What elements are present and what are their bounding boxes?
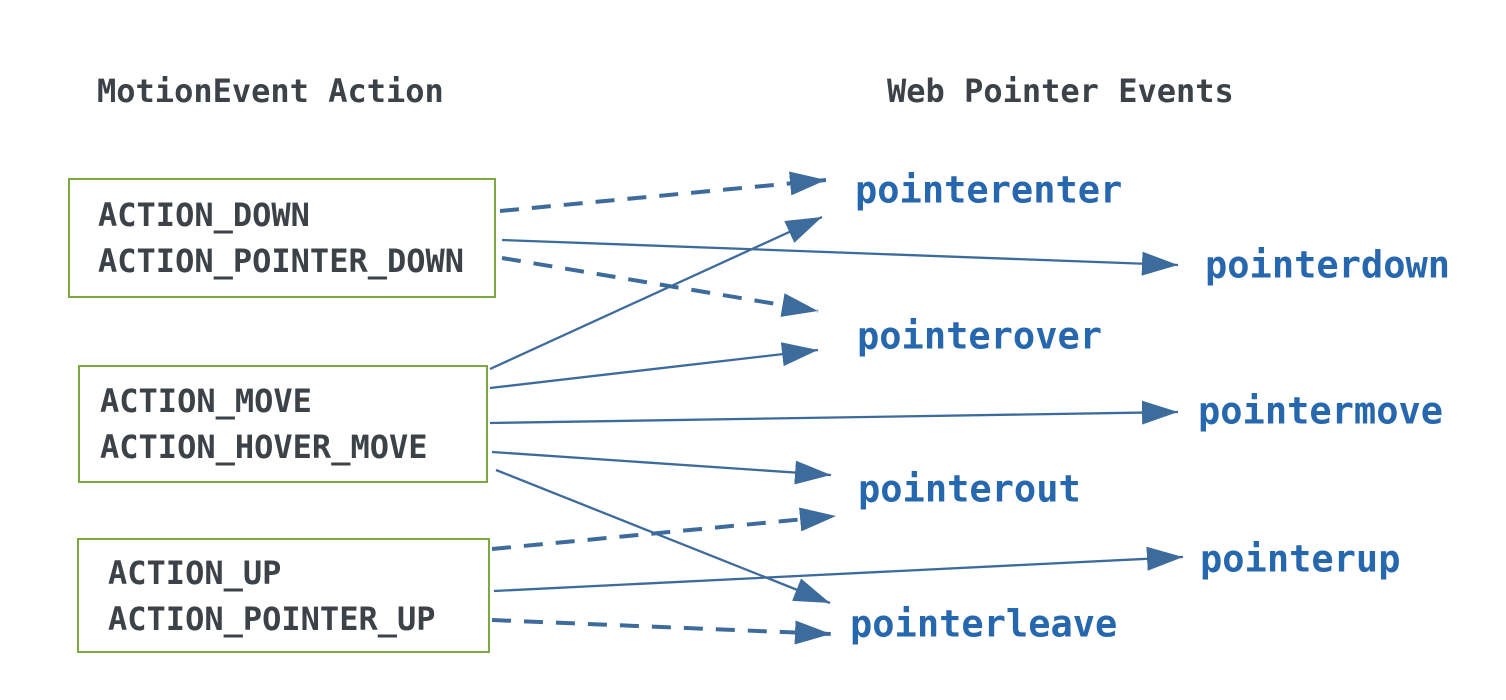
arrow-action_move-to-pointerenter <box>489 215 823 371</box>
column-header-web-pointer-events: Web Pointer Events <box>887 72 1234 110</box>
box-label-line: ACTION_MOVE <box>100 382 312 420</box>
pointer-event-label-pointerup: pointerup <box>1200 537 1401 581</box>
pointer-event-label-pointermove: pointermove <box>1198 389 1444 433</box>
box-label-line: ACTION_POINTER_DOWN <box>98 242 465 280</box>
arrow-action_down-to-pointerenter <box>499 171 827 213</box>
motionevent-box-action_down: ACTION_DOWN ACTION_POINTER_DOWN <box>68 178 496 298</box>
arrow-action_up-to-pointerleave <box>491 618 832 645</box>
pointer-event-label-pointerleave: pointerleave <box>850 602 1118 646</box>
arrow-action_move-to-pointerleave <box>495 468 831 605</box>
arrow-action_move-to-pointerout <box>491 450 832 485</box>
box-label-line: ACTION_HOVER_MOVE <box>100 428 428 466</box>
column-header-motionevent-action: MotionEvent Action <box>97 72 444 110</box>
arrow-action_down-to-pointerover <box>501 256 819 317</box>
pointer-event-label-pointerout: pointerout <box>858 467 1081 511</box>
arrow-action_move-to-pointerover <box>489 342 819 390</box>
arrow-action_move-to-pointermove <box>489 400 1179 425</box>
box-label-line: ACTION_DOWN <box>98 196 310 234</box>
pointer-event-label-pointerdown: pointerdown <box>1205 243 1451 287</box>
arrow-action_down-to-pointerdown <box>501 238 1179 276</box>
motionevent-box-action_up: ACTION_UP ACTION_POINTER_UP <box>77 538 490 653</box>
pointer-event-label-pointerenter: pointerenter <box>855 168 1123 212</box>
arrow-action_up-to-pointerup <box>493 546 1184 593</box>
box-label-line: ACTION_POINTER_UP <box>108 599 436 638</box>
motionevent-box-action_move: ACTION_MOVE ACTION_HOVER_MOVE <box>78 365 488 483</box>
arrow-action_up-to-pointerout <box>491 507 837 551</box>
box-label-line: ACTION_UP <box>108 553 282 592</box>
pointer-event-label-pointerover: pointerover <box>857 314 1103 358</box>
